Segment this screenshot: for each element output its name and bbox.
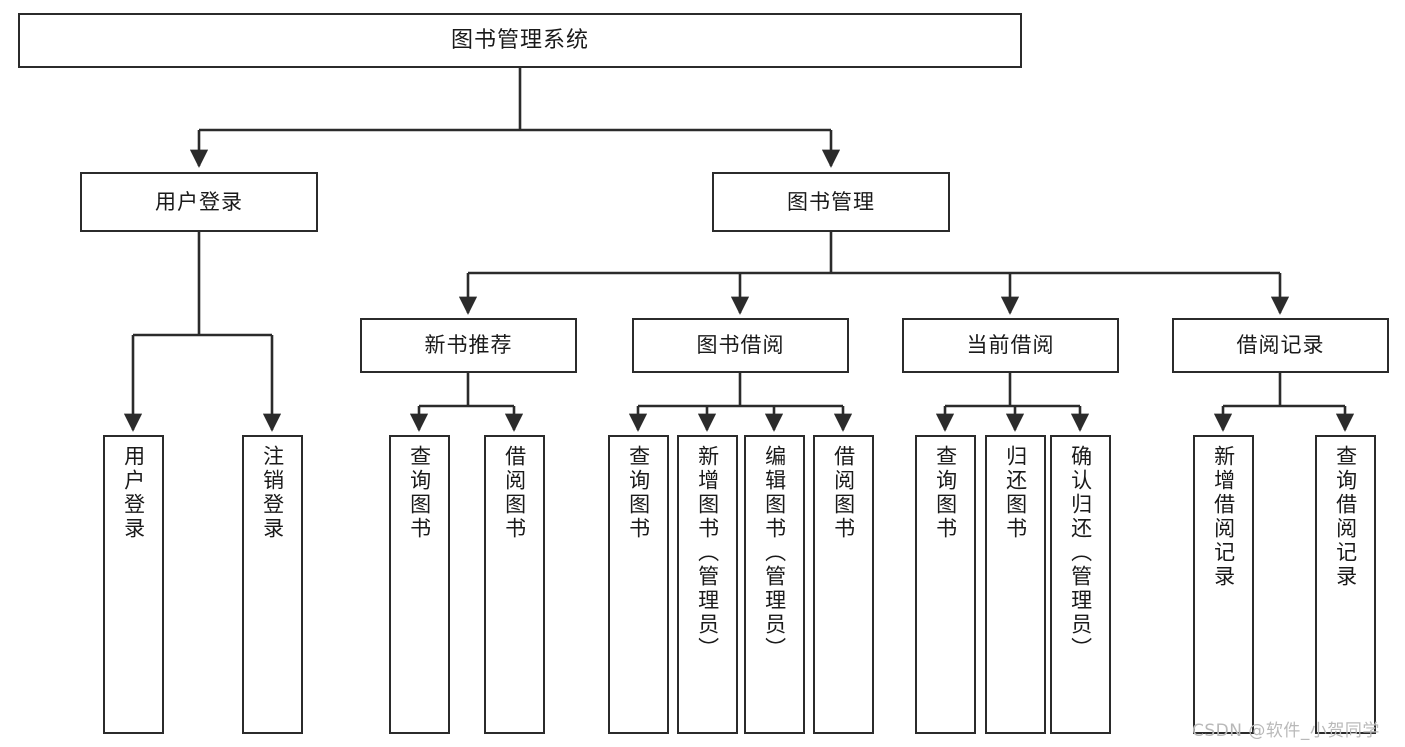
node-leaf-add-record-label: 新增借阅记录 bbox=[1211, 445, 1236, 589]
node-leaf-query-record[interactable]: 查询借阅记录 bbox=[1315, 435, 1376, 734]
node-leaf-query-book-1-label: 查询图书 bbox=[407, 445, 432, 541]
node-user-login-label: 用户登录 bbox=[155, 189, 243, 214]
node-borrow-record[interactable]: 借阅记录 bbox=[1172, 318, 1389, 373]
node-leaf-user-login-label: 用户登录 bbox=[121, 445, 146, 541]
node-leaf-return-book[interactable]: 归还图书 bbox=[985, 435, 1046, 734]
node-leaf-query-book-2-label: 查询图书 bbox=[626, 445, 651, 541]
node-leaf-query-book-3[interactable]: 查询图书 bbox=[915, 435, 976, 734]
node-leaf-logout[interactable]: 注销登录 bbox=[242, 435, 303, 734]
node-leaf-query-book-2[interactable]: 查询图书 bbox=[608, 435, 669, 734]
node-new-book-recommend[interactable]: 新书推荐 bbox=[360, 318, 577, 373]
node-root[interactable]: 图书管理系统 bbox=[18, 13, 1022, 68]
node-leaf-add-book[interactable]: 新增图书（管理员） bbox=[677, 435, 738, 734]
node-leaf-add-book-label: 新增图书（管理员） bbox=[695, 445, 720, 661]
node-book-borrow[interactable]: 图书借阅 bbox=[632, 318, 849, 373]
node-leaf-logout-label: 注销登录 bbox=[260, 445, 285, 541]
node-leaf-borrow-book-1[interactable]: 借阅图书 bbox=[484, 435, 545, 734]
node-leaf-add-record[interactable]: 新增借阅记录 bbox=[1193, 435, 1254, 734]
node-leaf-borrow-book-2[interactable]: 借阅图书 bbox=[813, 435, 874, 734]
node-new-book-recommend-label: 新书推荐 bbox=[424, 333, 513, 358]
node-borrow-record-label: 借阅记录 bbox=[1236, 333, 1325, 358]
node-book-borrow-label: 图书借阅 bbox=[696, 333, 785, 358]
node-leaf-query-book-1[interactable]: 查询图书 bbox=[389, 435, 450, 734]
node-leaf-return-book-label: 归还图书 bbox=[1003, 445, 1028, 541]
node-leaf-borrow-book-1-label: 借阅图书 bbox=[502, 445, 527, 541]
node-leaf-edit-book[interactable]: 编辑图书（管理员） bbox=[744, 435, 805, 734]
node-leaf-query-book-3-label: 查询图书 bbox=[933, 445, 958, 541]
node-leaf-edit-book-label: 编辑图书（管理员） bbox=[762, 445, 787, 661]
node-book-manage-label: 图书管理 bbox=[787, 189, 875, 214]
node-leaf-user-login[interactable]: 用户登录 bbox=[103, 435, 164, 734]
node-leaf-borrow-book-2-label: 借阅图书 bbox=[831, 445, 856, 541]
node-leaf-confirm-return-label: 确认归还（管理员） bbox=[1068, 445, 1093, 661]
node-current-borrow[interactable]: 当前借阅 bbox=[902, 318, 1119, 373]
node-leaf-query-record-label: 查询借阅记录 bbox=[1333, 445, 1358, 589]
node-leaf-confirm-return[interactable]: 确认归还（管理员） bbox=[1050, 435, 1111, 734]
node-current-borrow-label: 当前借阅 bbox=[966, 333, 1055, 358]
node-book-manage[interactable]: 图书管理 bbox=[712, 172, 950, 232]
node-user-login[interactable]: 用户登录 bbox=[80, 172, 318, 232]
csdn-watermark: CSDN @软件_小贺同学 bbox=[1192, 721, 1380, 741]
node-root-label: 图书管理系统 bbox=[450, 27, 589, 53]
